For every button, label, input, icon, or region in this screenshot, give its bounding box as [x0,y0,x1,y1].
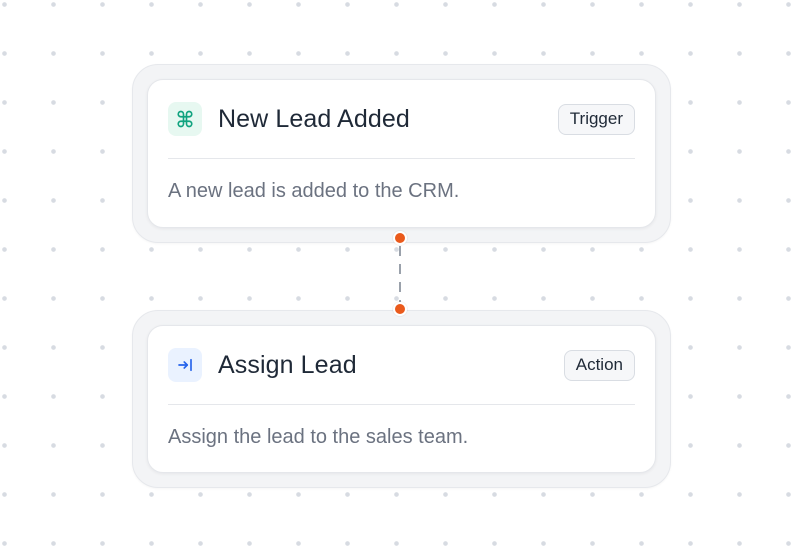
action-node-card[interactable]: Assign Lead Action Assign the lead to th… [147,325,656,473]
trigger-node-card[interactable]: New Lead Added Trigger A new lead is add… [147,79,656,228]
trigger-node[interactable]: New Lead Added Trigger A new lead is add… [132,64,671,243]
connector-line [399,246,401,302]
assign-arrow-icon [168,348,202,382]
action-node-header: Assign Lead Action [168,326,635,405]
action-node-description: Assign the lead to the sales team. [168,426,469,448]
trigger-node-header: New Lead Added Trigger [168,80,635,159]
trigger-badge: Trigger [557,103,635,135]
action-badge: Action [563,349,635,381]
action-node-title: Assign Lead [218,350,357,379]
trigger-node-description: A new lead is added to the CRM. [168,180,460,202]
command-icon [168,102,202,136]
trigger-node-title: New Lead Added [218,104,410,133]
trigger-output-port[interactable] [393,231,407,245]
action-node[interactable]: Assign Lead Action Assign the lead to th… [132,310,671,488]
action-input-port[interactable] [393,302,407,316]
